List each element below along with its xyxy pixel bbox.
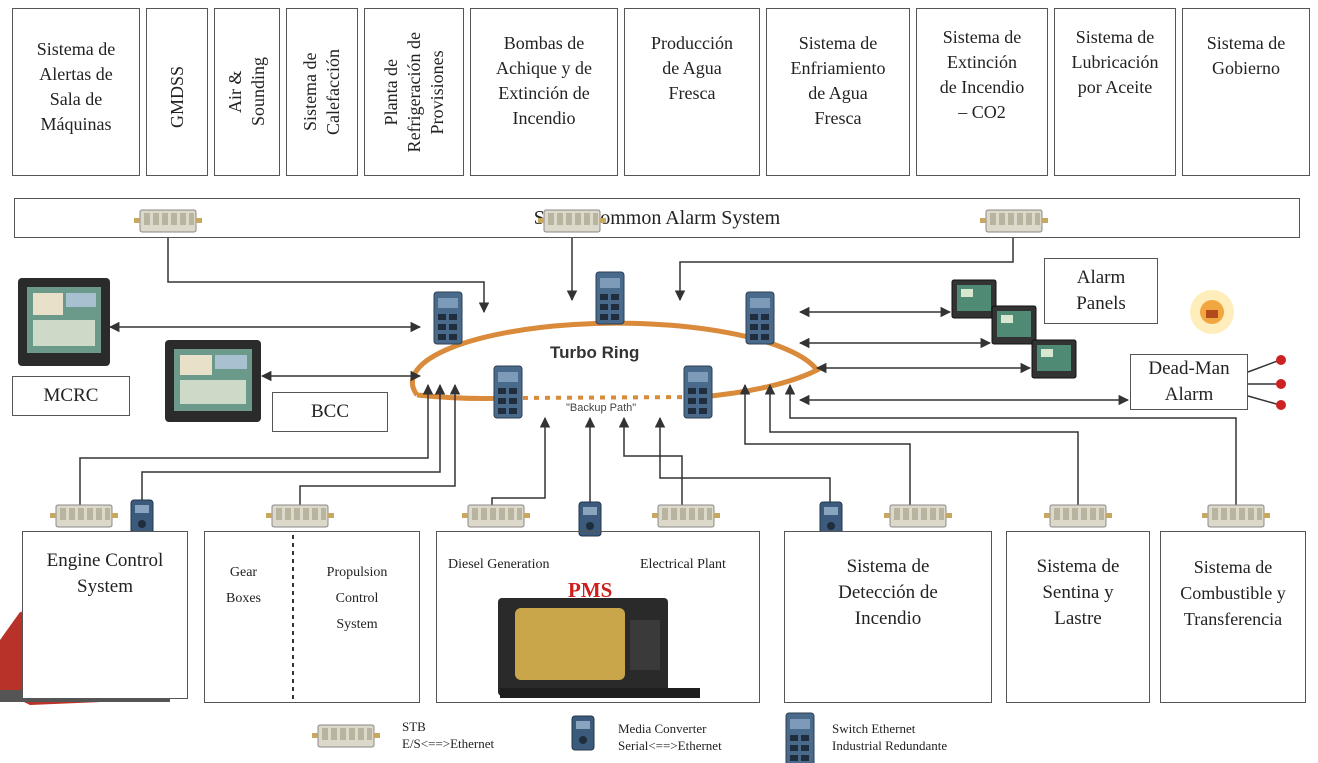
backup-path-label: "Backup Path" (566, 402, 637, 414)
system-box-enfriamiento: Sistema de Enfriamiento de Agua Fresca (766, 8, 910, 176)
switch-icon (493, 365, 523, 419)
switch-icon (433, 291, 463, 345)
switch-icon (683, 365, 713, 419)
legend-stb-icon (311, 724, 381, 748)
system-box-co2: Sistema de Extinción de Incendio – CO2 (916, 8, 1048, 176)
stb-device-icon (49, 504, 119, 528)
dead-man-alarm-box: Dead-Man Alarm (1130, 354, 1248, 410)
system-box-calefaccion: Sistema de Calefacción (286, 8, 358, 176)
gear-propulsion-box (204, 531, 420, 703)
sentina-lastre-box: Sistema de Sentina y Lastre (1006, 531, 1150, 703)
bcc-monitor-icon (165, 340, 261, 422)
red-indicator-3 (1276, 400, 1286, 410)
stb-device-icon (883, 504, 953, 528)
engine-control-box: Engine Control System (22, 531, 188, 699)
legend-media-converter-icon (571, 715, 595, 751)
system-box-alertas: Sistema de Alertas de Sala de Máquinas (12, 8, 140, 176)
switch-icon (745, 291, 775, 345)
mcrc-label-box: MCRC (12, 376, 130, 416)
system-box-gmdss: GMDSS (146, 8, 208, 176)
mcrc-monitor-icon (18, 278, 110, 366)
system-box-gobierno: Sistema de Gobierno (1182, 8, 1310, 176)
system-box-bombas: Bombas de Achique y de Extinción de Ince… (470, 8, 618, 176)
bcc-label-box: BCC (272, 392, 388, 432)
stb-device-icon (651, 504, 721, 528)
legend-media-converter-label: Media Converter Serial<==>Ethernet (618, 721, 722, 753)
legend-switch-icon (785, 712, 815, 763)
system-box-agua: Producción de Agua Fresca (624, 8, 760, 176)
alarm-panel-icon (951, 279, 997, 319)
legend-switch-label: Switch Ethernet Industrial Redundante (832, 721, 948, 753)
switch-icon (595, 271, 625, 325)
system-box-air: Air & Sounding (214, 8, 280, 176)
common-alarm-bar: Ship's Common Alarm System (14, 198, 1300, 238)
alarm-beacon-icon (1190, 290, 1234, 334)
combustible-box: Sistema de Combustible y Transferencia (1160, 531, 1306, 703)
deteccion-incendio-box: Sistema de Detección de Incendio (784, 531, 992, 703)
stb-device-icon (1201, 504, 1271, 528)
alarm-panel-icon (991, 305, 1037, 345)
electrical-plant-label: Electrical Plant (640, 557, 726, 572)
gear-boxes-label: Gear Boxes (226, 565, 261, 606)
system-box-lubricacion: Sistema de Lubricación por Aceite (1054, 8, 1176, 176)
turbo-ring-label: Turbo Ring (550, 343, 640, 362)
stb-device-icon (979, 209, 1049, 233)
red-indicator-2 (1276, 379, 1286, 389)
system-box-refrigeracion: Planta de Refrigeración de Provisiones (364, 8, 464, 176)
backup-path (511, 395, 701, 400)
diesel-generation-label: Diesel Generation (448, 557, 550, 572)
propulsion-control-label: Propulsion Control System (326, 565, 388, 632)
generator-icon (498, 598, 700, 698)
alarm-panels-box: Alarm Panels (1044, 258, 1158, 324)
stb-device-icon (461, 504, 531, 528)
stb-device-icon (537, 209, 607, 233)
pms-box (436, 531, 760, 703)
pms-label: PMS (568, 578, 613, 602)
red-indicator-1 (1276, 355, 1286, 365)
media-converter-icon (130, 499, 154, 535)
turbo-ring-main (409, 320, 821, 400)
legend-stb-label: STB E/S<==>Ethernet (402, 719, 495, 751)
stb-device-icon (133, 209, 203, 233)
stb-device-icon (1043, 504, 1113, 528)
stb-device-icon (265, 504, 335, 528)
alarm-panel-icon (1031, 339, 1077, 379)
